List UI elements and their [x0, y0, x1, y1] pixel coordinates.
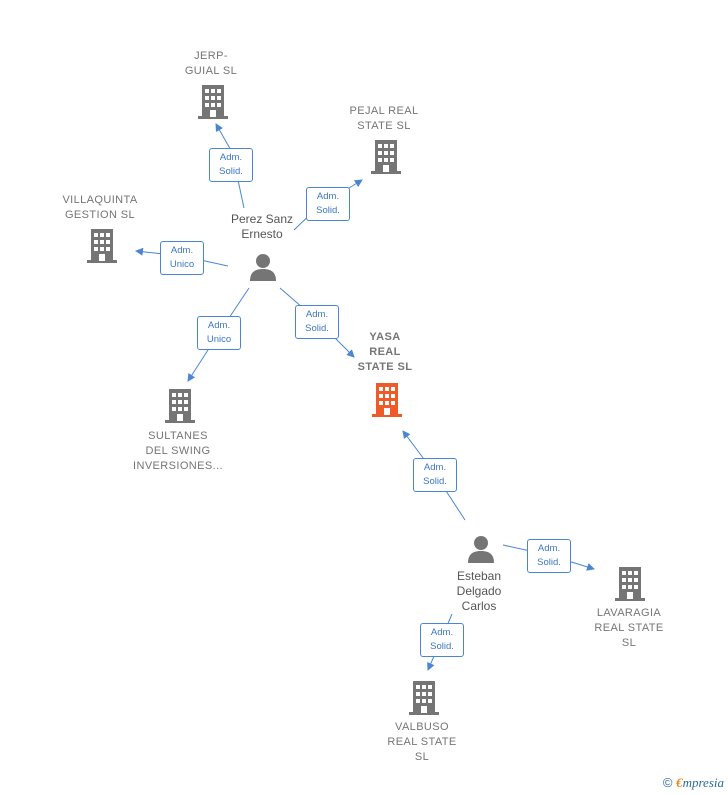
building-icon [371, 140, 401, 174]
brand-name: €mpresia [676, 775, 724, 790]
copyright-icon: © [662, 775, 673, 790]
company-label-pejal[interactable]: PEJAL REAL STATE SL [349, 105, 419, 132]
person-icon [468, 536, 494, 563]
building-icon [615, 567, 645, 601]
person-icon [250, 254, 276, 281]
person-label-esteban[interactable]: Esteban Delgado Carlos [456, 569, 502, 613]
edge-label-perez-yasa: Adm. Solid. [295, 305, 339, 339]
edge-label-perez-villaquinta: Adm. Unico [160, 241, 204, 275]
person-label-perez[interactable]: Perez Sanz Ernesto [230, 212, 294, 241]
company-label-jerp[interactable]: JERP- GUIAL SL [184, 50, 238, 77]
edge-label-perez-sultanes: Adm. Unico [197, 316, 241, 350]
building-icon [87, 229, 117, 263]
company-label-sultanes[interactable]: SULTANES DEL SWING INVERSIONES... [133, 430, 223, 472]
edge-label-esteban-lavaragia: Adm. Solid. [527, 539, 571, 573]
building-icon [165, 389, 195, 423]
edge-label-perez-jerp: Adm. Solid. [209, 148, 253, 182]
building-icon [409, 681, 439, 715]
building-icon-focus [372, 383, 402, 417]
company-label-lavaragia[interactable]: LAVARAGIA REAL STATE SL [594, 607, 664, 649]
edge-label-esteban-yasa: Adm. Solid. [413, 458, 457, 492]
edge-label-perez-pejal: Adm. Solid. [306, 187, 350, 221]
company-label-villaquinta[interactable]: VILLAQUINTA GESTION SL [62, 194, 138, 221]
company-label-valbuso[interactable]: VALBUSO REAL STATE SL [387, 721, 457, 763]
edge-label-esteban-valbuso: Adm. Solid. [420, 623, 464, 657]
company-label-yasa[interactable]: YASA REAL STATE SL [357, 331, 413, 373]
empresia-watermark: © €mpresia [663, 775, 724, 791]
building-icon [198, 85, 228, 119]
